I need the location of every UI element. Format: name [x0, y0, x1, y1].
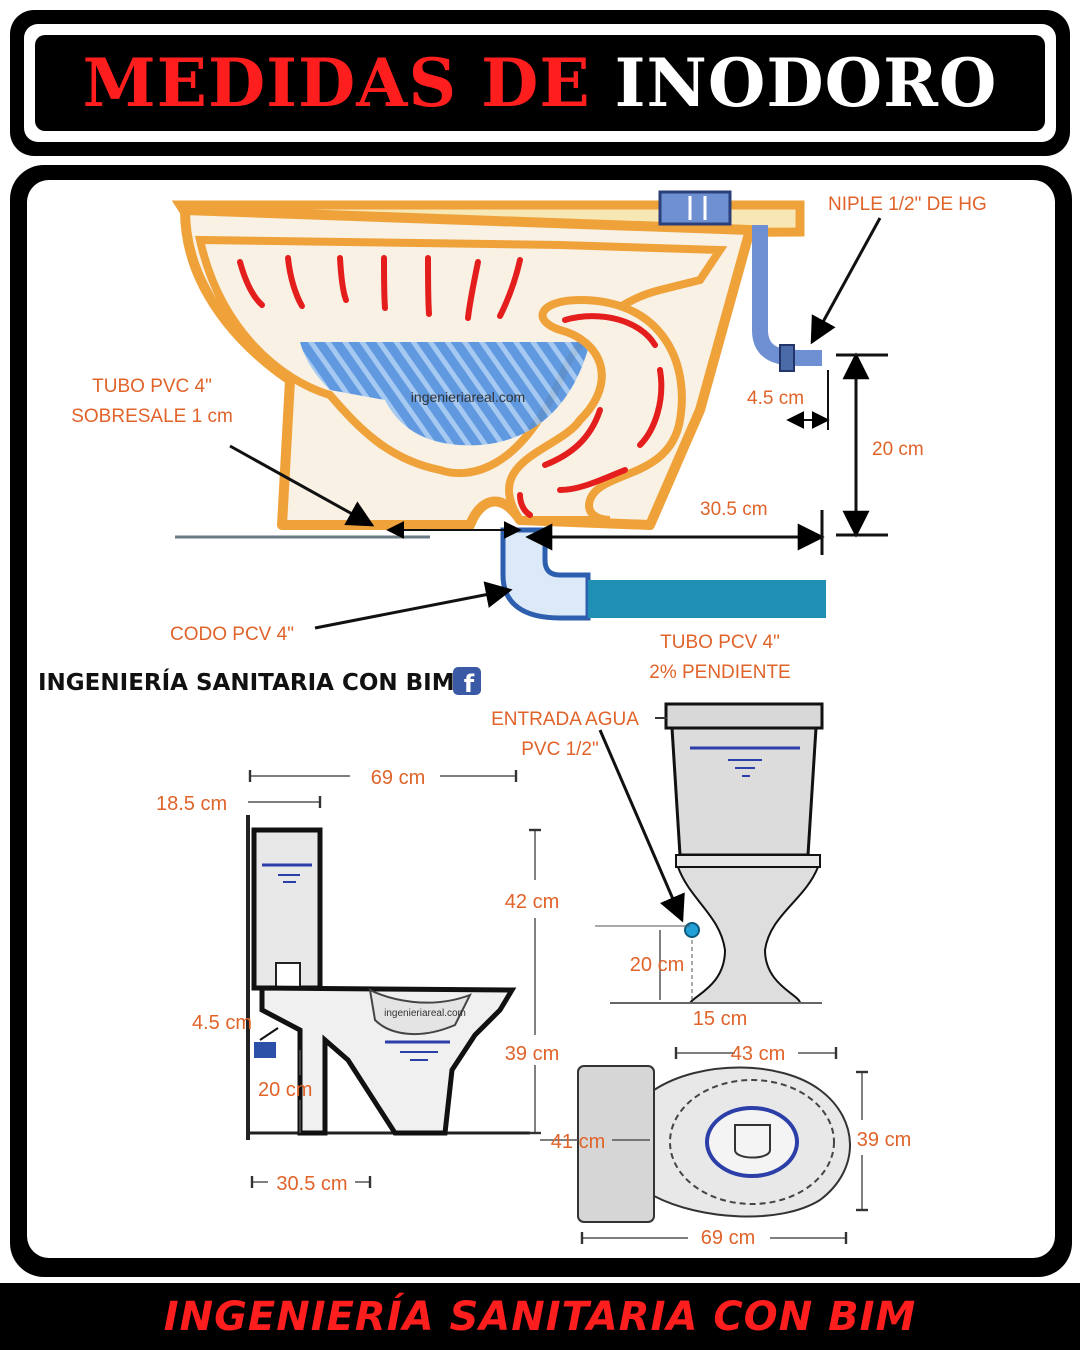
niple-leader: [810, 217, 882, 345]
facebook-icon: f: [453, 667, 481, 698]
entrada-line1: ENTRADA AGUA: [491, 709, 639, 730]
svg-text:f: f: [464, 670, 475, 698]
front-pedestal: [676, 866, 820, 1004]
tubo-sobresale-line2: SOBRESALE 1 cm: [71, 406, 233, 427]
codo-elbow: [500, 527, 591, 621]
top-dim-39: 39 cm: [857, 1129, 911, 1151]
side-watermark: ingenieriareal.com: [384, 1008, 466, 1019]
top-dim-43: 43 cm: [731, 1043, 785, 1065]
side-dim-69: 69 cm: [371, 767, 425, 789]
section-drawing: NIPLE 1/2" DE HG TUBO PVC 4" SOBRESALE 1…: [71, 190, 987, 683]
side-dim-42: 42 cm: [505, 891, 559, 913]
tubo-pendiente-line2: 2% PENDIENTE: [649, 662, 790, 683]
dim-30-5-label: 30.5 cm: [700, 499, 768, 520]
front-tank-lid: [664, 702, 824, 730]
title-part-white: INODORO: [614, 44, 998, 122]
entrada-leader: [598, 729, 685, 923]
side-dim-20: 20 cm: [258, 1079, 312, 1101]
niple-fitting: [779, 344, 795, 372]
bowl-water: [300, 342, 590, 446]
section-watermark: ingenieriareal.com: [411, 389, 525, 405]
valve-body: [658, 190, 732, 226]
entrada-line2: PVC 1/2": [521, 739, 599, 760]
tubo-leader: [229, 444, 375, 527]
front-view-drawing: ENTRADA AGUA PVC 1/2" 20 cm 15 cm: [491, 702, 824, 1030]
side-dim-4-5: 4.5 cm: [192, 1012, 252, 1034]
side-dim-39: 39 cm: [505, 1043, 559, 1065]
title-part-red: MEDIDAS DE: [82, 44, 591, 122]
front-water-inlet: [684, 922, 700, 938]
tubo-pendiente-line1: TUBO PCV 4": [660, 632, 780, 653]
tubo-sobresale-line1: TUBO PVC 4": [92, 376, 212, 397]
side-dim-30-5: 30.5 cm: [276, 1173, 347, 1195]
dim-4-5-label: 4.5 cm: [747, 388, 804, 409]
supply-pipe: [752, 225, 822, 366]
side-view-drawing: 69 cm 18.5 cm 42 cm 4.5 cm 39 cm 20 cm 3…: [156, 767, 559, 1195]
page-title: MEDIDAS DE INODORO: [83, 50, 998, 116]
flow-marks: [237, 255, 665, 518]
side-water-inlet: [254, 1042, 276, 1058]
footer-bar: INGENIERÍA SANITARIA CON BIM: [0, 1283, 1080, 1350]
top-view-drawing: 43 cm 41 cm 39 cm 69 cm: [540, 1043, 911, 1249]
side-dim-18-5: 18.5 cm: [156, 793, 227, 815]
niple-label: NIPLE 1/2" DE HG: [828, 194, 987, 215]
front-dim-20: 20 cm: [630, 954, 684, 976]
front-dim-15: 15 cm: [693, 1008, 747, 1030]
codo-label: CODO PCV 4": [170, 624, 294, 645]
top-dim-41: 41 cm: [551, 1131, 605, 1153]
codo-leader: [314, 581, 513, 630]
dim-20-label: 20 cm: [872, 439, 924, 460]
drain-pipe: [588, 580, 826, 618]
top-bowl-opening: [705, 1106, 799, 1178]
brand-label: INGENIERÍA SANITARIA CON BIM: [38, 668, 455, 696]
side-tank: [251, 827, 323, 991]
top-dim-69: 69 cm: [701, 1227, 755, 1249]
title-bar: MEDIDAS DE INODORO: [35, 35, 1045, 131]
footer-label: INGENIERÍA SANITARIA CON BIM: [163, 1293, 917, 1340]
